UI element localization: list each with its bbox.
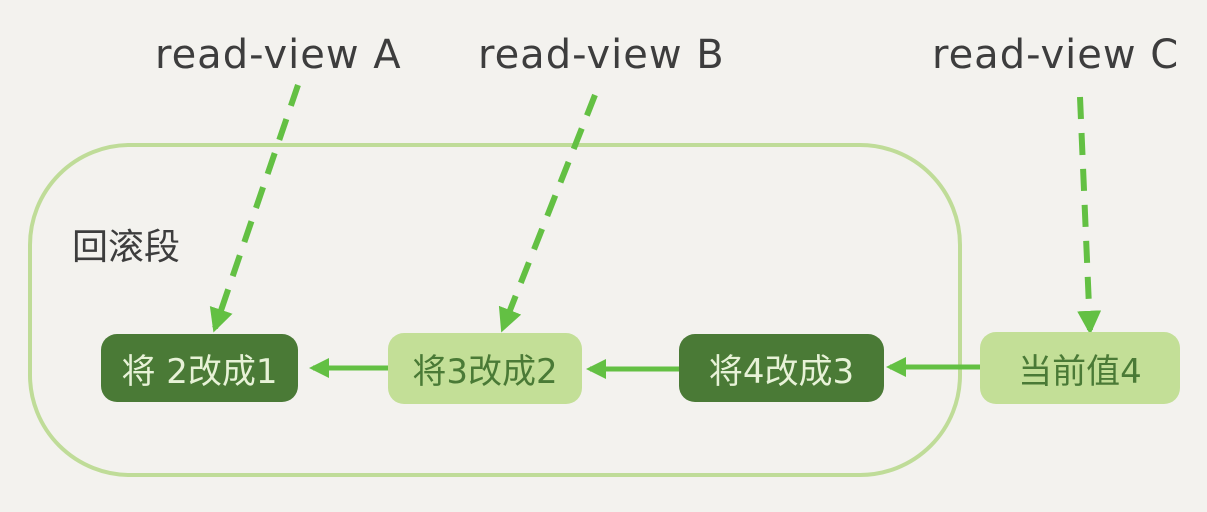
rollback-segment-label: 回滚段	[72, 227, 181, 268]
rollback-segment-outline	[28, 143, 962, 477]
read-view-a-label: read-view A	[155, 32, 402, 78]
read-view-a-arrow	[209, 84, 301, 333]
version-box-current: 当前值4	[980, 332, 1180, 404]
version-box-2: 将3改成2	[388, 333, 582, 404]
version-box-1: 将 2改成1	[101, 334, 298, 402]
read-view-b-label: read-view B	[478, 32, 725, 78]
read-view-c-arrow	[1077, 96, 1102, 335]
version-box-3: 将4改成3	[679, 334, 884, 402]
read-view-b-arrow	[498, 93, 598, 333]
read-view-c-label: read-view C	[932, 32, 1180, 78]
